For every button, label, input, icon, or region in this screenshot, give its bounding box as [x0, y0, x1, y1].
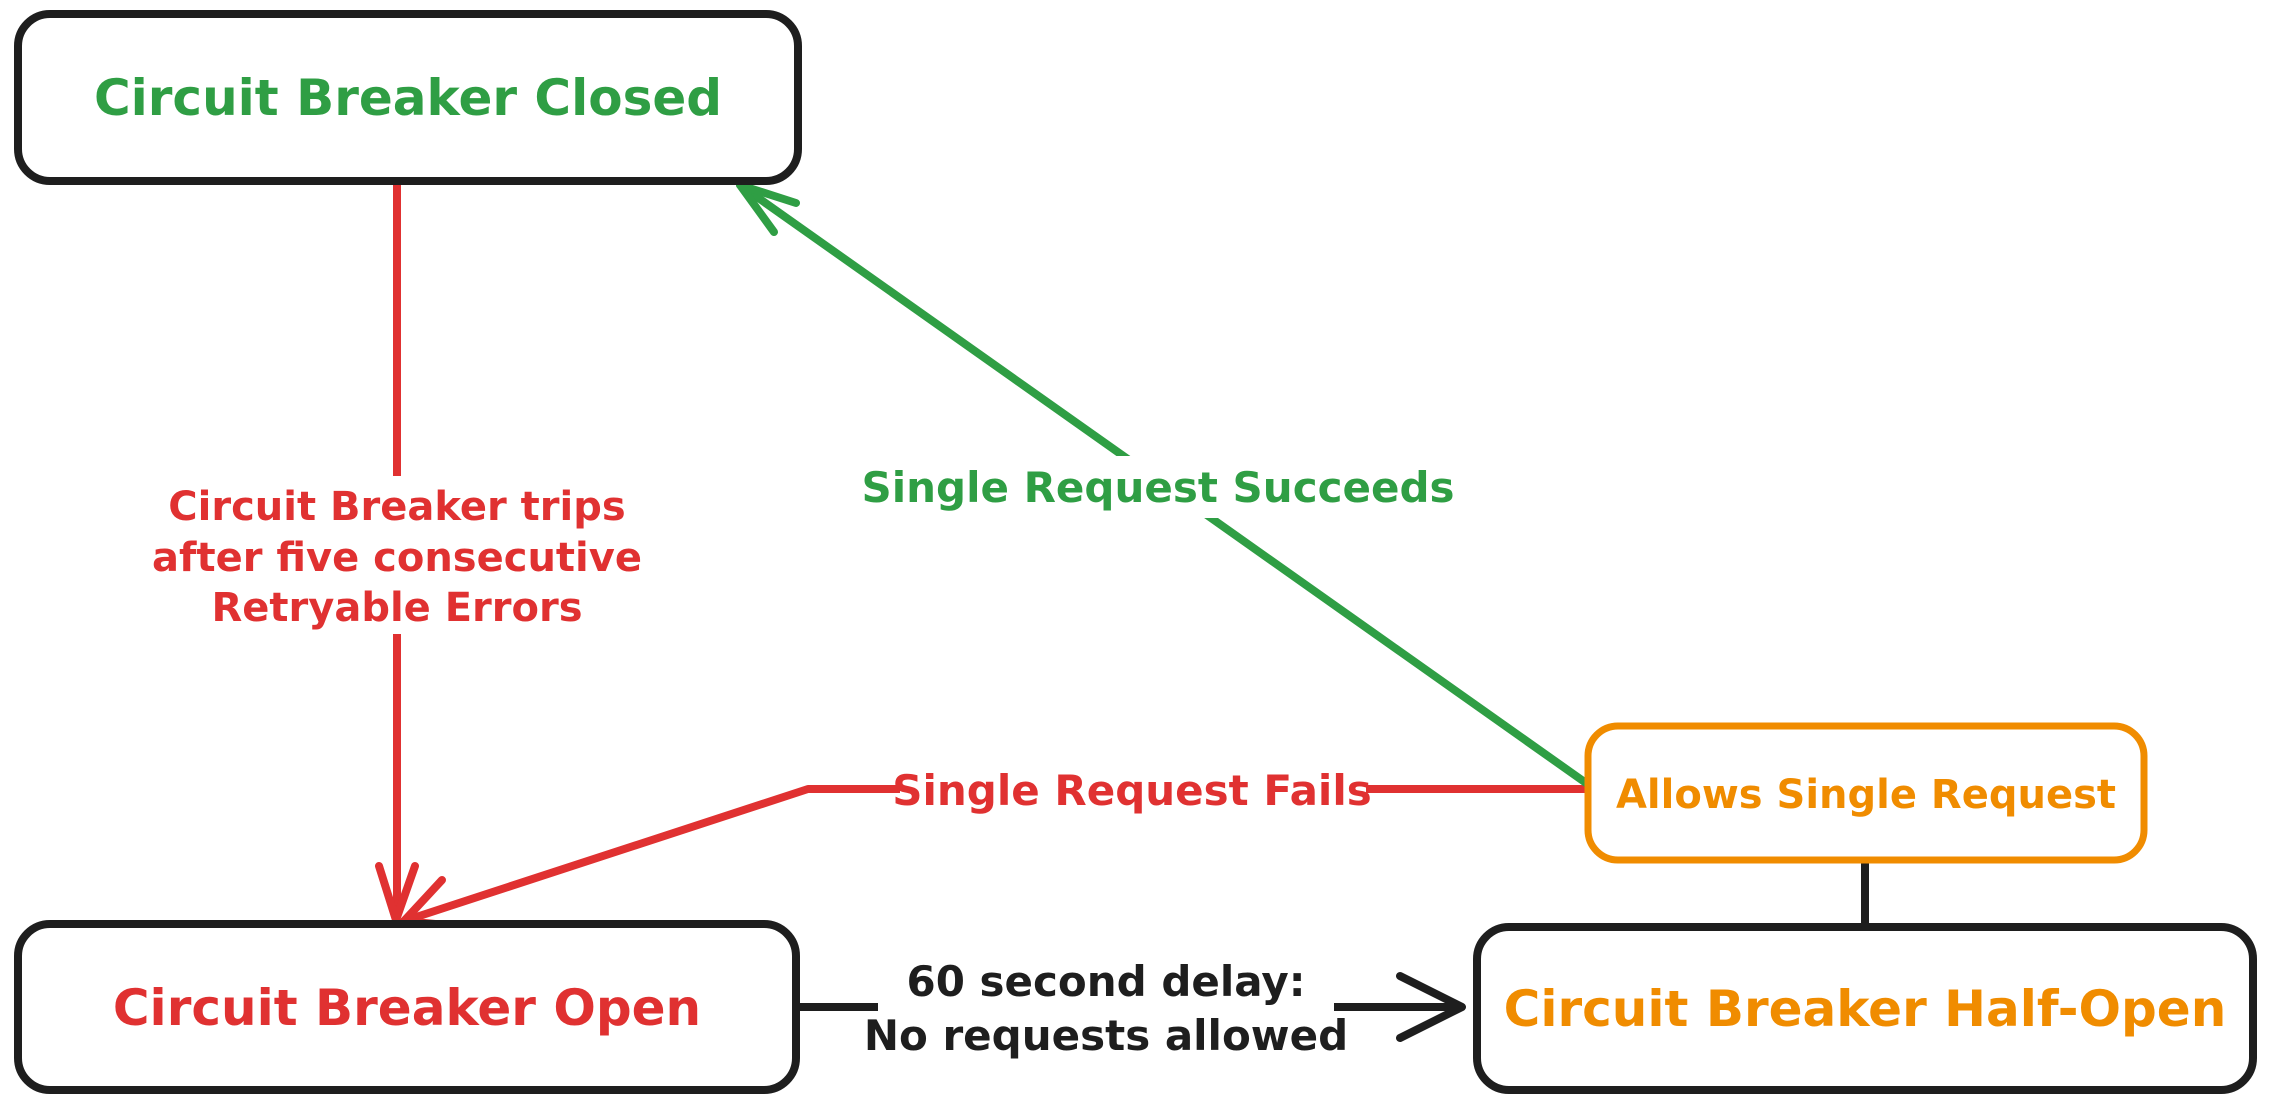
trips-label-line1: Circuit Breaker trips: [168, 484, 625, 530]
node-allows-single-request: Allows Single Request: [1584, 722, 2148, 864]
delay-label-bg: [878, 950, 1334, 1064]
node-circuit-breaker-closed: Circuit Breaker Closed: [14, 10, 802, 185]
trips-label-bg: [140, 476, 656, 634]
node-allows-title: Allows Single Request: [1616, 772, 2116, 818]
trips-label-line2: after five consecutive: [152, 535, 642, 581]
node-half-open-title: Circuit Breaker Half-Open: [1504, 980, 2227, 1038]
node-open-title: Circuit Breaker Open: [113, 979, 701, 1037]
delay-label: 60 second delay: No requests allowed: [864, 957, 1348, 1060]
fails-label-bg: [900, 760, 1366, 820]
delay-label-line2: No requests allowed: [864, 1011, 1348, 1060]
trips-label-line3: Retryable Errors: [211, 585, 582, 631]
node-closed-title: Circuit Breaker Closed: [94, 69, 722, 127]
succeeds-label: Single Request Succeeds: [861, 463, 1454, 512]
node-circuit-breaker-open: Circuit Breaker Open: [14, 920, 800, 1094]
trips-label: Circuit Breaker trips after five consecu…: [152, 484, 642, 631]
succeeds-label-bg: [900, 456, 1416, 518]
node-circuit-breaker-half-open: Circuit Breaker Half-Open: [1473, 923, 2257, 1094]
fails-label: Single Request Fails: [892, 766, 1371, 815]
delay-label-line1: 60 second delay:: [906, 957, 1305, 1006]
